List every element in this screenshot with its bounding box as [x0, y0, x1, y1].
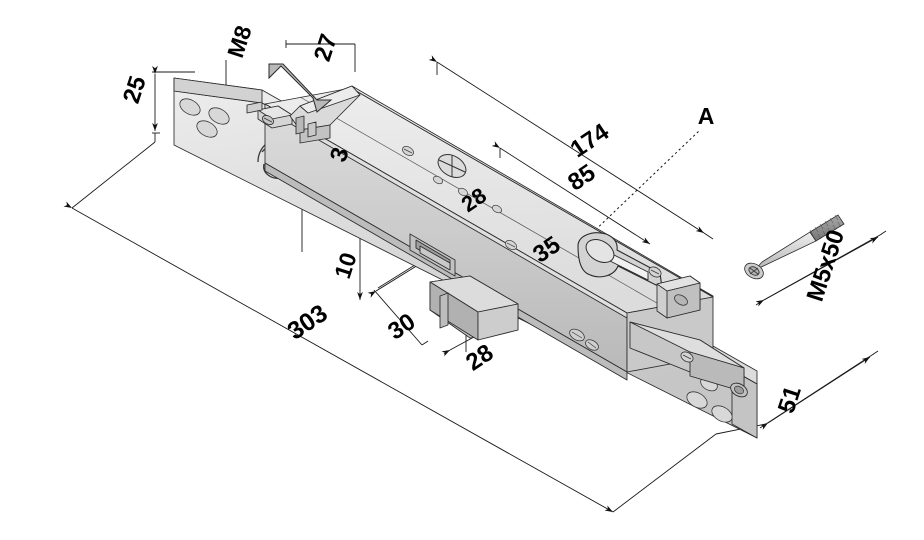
dim-label-174: 174: [566, 118, 615, 163]
dim-25-geometry: [152, 65, 195, 134]
detail-label-A: A: [698, 103, 715, 129]
bolt-guide-block: [429, 275, 519, 341]
dim-27-geometry: [285, 40, 356, 72]
right-mounting-bracket-lower: [629, 321, 748, 398]
latch-bolt: [246, 101, 293, 129]
dim-85-geometry: [491, 141, 651, 245]
dim-M5x50-geometry: [755, 230, 887, 307]
lock-assembly: [173, 77, 758, 439]
dim-label-25: 25: [118, 73, 152, 107]
dim-303-geometry: [63, 141, 717, 513]
dim-label-30: 30: [383, 308, 420, 345]
deadbolt-window: [409, 233, 456, 277]
dim-label-303: 303: [282, 299, 332, 346]
dim-label-10: 10: [329, 249, 362, 281]
faceplate-twin-screw: [569, 328, 599, 351]
cylinder-cutout: [577, 232, 663, 289]
faceplate-holes: [179, 98, 733, 423]
hook-bolt: [289, 85, 361, 144]
dim-51-geometry: [715, 350, 879, 435]
travel-double-arrow: [268, 63, 333, 113]
spindle-hole: [437, 154, 467, 178]
dim-right-helper: [713, 235, 880, 239]
screw-m5x50: [744, 214, 845, 280]
dim-label-51: 51: [773, 383, 807, 417]
right-mounting-bracket-upper: [648, 266, 701, 319]
case-rivets: [402, 146, 517, 250]
dim-label-M8: M8: [222, 22, 257, 61]
dim-label-85: 85: [563, 159, 600, 196]
dim-label-28-bottom: 28: [461, 339, 498, 376]
dim-label-27: 27: [309, 31, 343, 65]
